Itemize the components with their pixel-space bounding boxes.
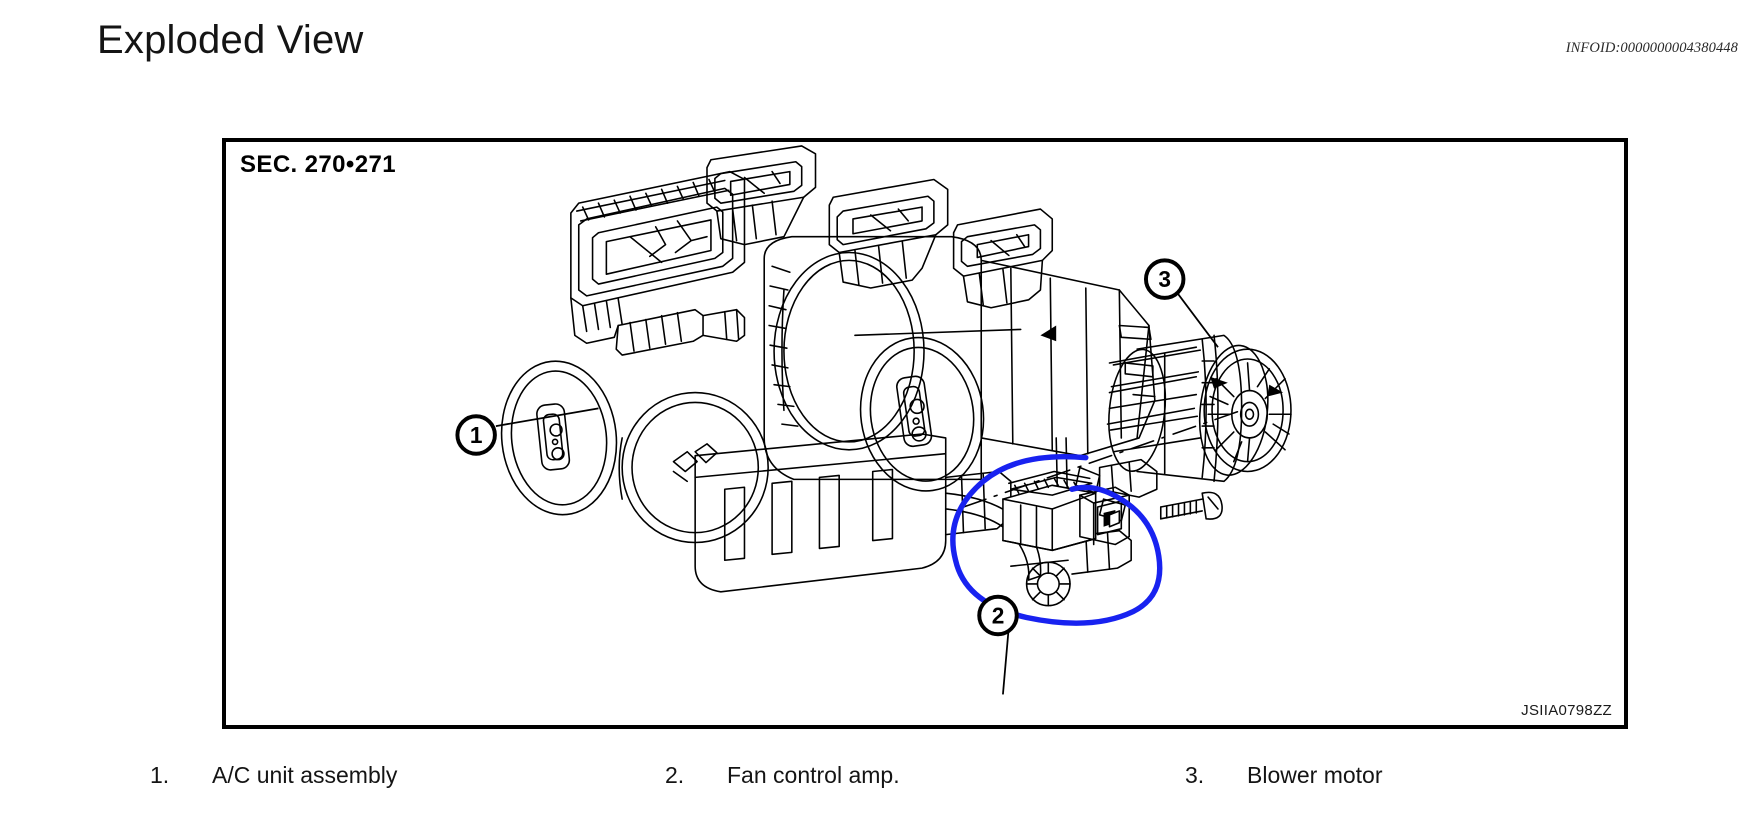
fan-control-amp-drawing: [1002, 470, 1130, 552]
callout-bubbles: 1 2 3: [455, 258, 1186, 637]
exploded-view-drawing: 1 2 3: [455, 145, 1292, 695]
explode-axis-line: [962, 409, 1243, 508]
callout-3-label: 3: [1158, 266, 1171, 292]
section-label: SEC. 270•271: [240, 151, 396, 178]
figure-code-label: JSIIA0798ZZ: [1521, 702, 1612, 719]
page-title: Exploded View: [97, 18, 364, 62]
callout-3: 3: [1143, 258, 1186, 300]
legend-item-1-label: A/C unit assembly: [212, 762, 398, 788]
callout-2: 2: [977, 594, 1019, 637]
legend-item-2: 2. Fan control amp.: [665, 762, 1185, 789]
infoid-label: INFOID:0000000004380448: [1565, 40, 1738, 56]
exploded-view-figure: SEC. 270•271: [222, 138, 1628, 729]
legend-item-1: 1. A/C unit assembly: [150, 762, 665, 789]
legend-item-3: 3. Blower motor: [1185, 762, 1585, 789]
annotation-circle: [950, 453, 1163, 626]
blower-motor-drawing: [1106, 334, 1292, 483]
legend-item-1-number: 1.: [150, 762, 170, 788]
legend-item-3-label: Blower motor: [1247, 762, 1383, 788]
callout-1-label: 1: [470, 422, 483, 448]
legend-item-2-number: 2.: [665, 762, 685, 788]
callout-2-label: 2: [992, 602, 1005, 628]
parts-legend: 1. A/C unit assembly 2. Fan control amp.…: [150, 762, 1630, 789]
legend-item-2-label: Fan control amp.: [727, 762, 900, 788]
mounting-screw-drawing: [1159, 491, 1223, 520]
callout-1: 1: [455, 414, 497, 456]
legend-item-3-number: 3.: [1185, 762, 1205, 788]
